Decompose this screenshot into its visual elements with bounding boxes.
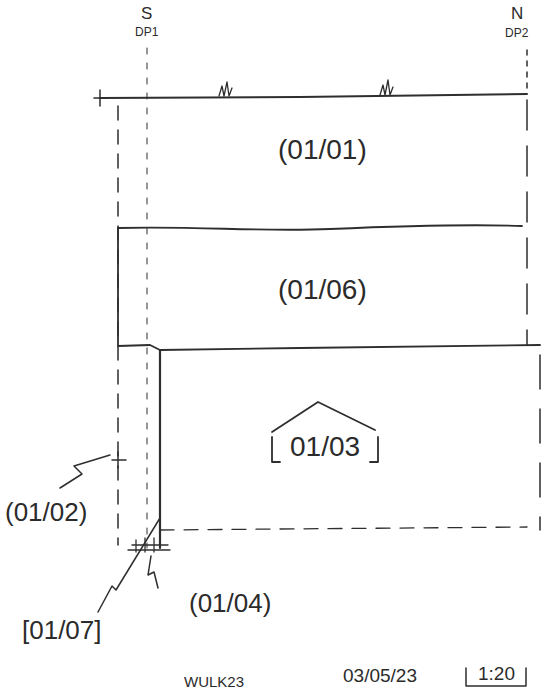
sketch-label: (01/04) — [187, 589, 273, 618]
sketch-label: 1:20 — [476, 664, 517, 685]
plot-number: (01/01) — [278, 134, 367, 166]
sketch-label: S — [139, 5, 154, 24]
sketch-label: (01/02) — [3, 498, 89, 527]
plot-region: 01/03 — [282, 427, 368, 467]
sketch-label: N — [509, 5, 525, 24]
plot-number: (01/06) — [278, 274, 367, 306]
sketch-label: DP1 — [133, 26, 160, 39]
sketch-label: 03/05/23 — [341, 666, 419, 687]
sketch-label: [01/07] — [20, 616, 104, 645]
plot-number: 01/03 — [290, 431, 360, 463]
sketch-label: DP2 — [503, 27, 530, 40]
plot-region: (01/06) — [270, 270, 375, 310]
plot-region: (01/01) — [270, 130, 375, 170]
sketch-label: WULK23 — [182, 674, 246, 691]
